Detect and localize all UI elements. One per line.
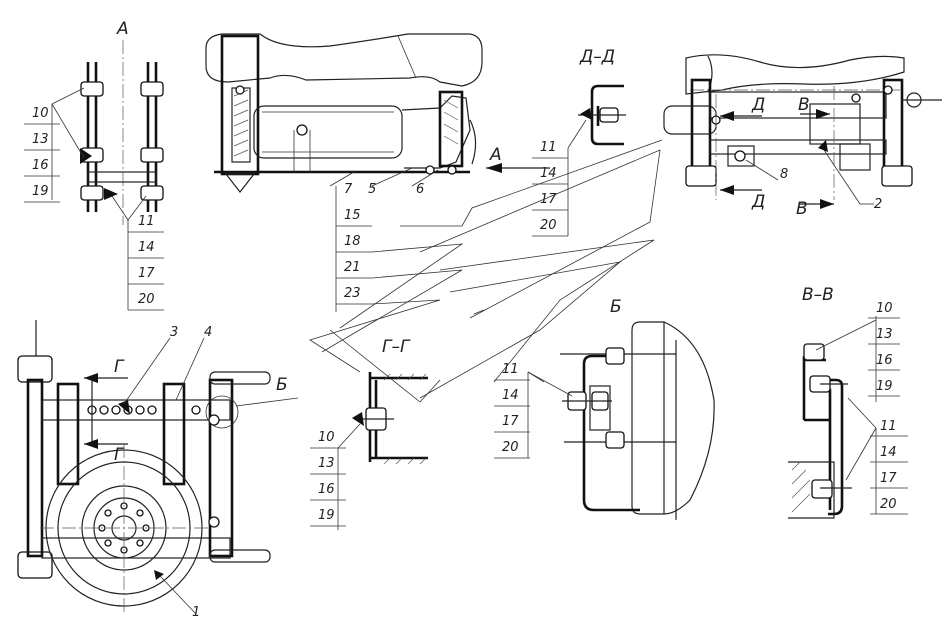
arrow-a: A [486,145,550,173]
plan-view: Б Г Г 3 4 1 [17,320,299,620]
callout-label: 20 [880,497,897,512]
position-5: 5 [368,182,376,197]
callout-label: 17 [502,414,519,429]
callout-vv-top: 10 13 16 19 [868,301,900,402]
section-v-top: В [798,95,810,115]
callout-label: 20 [502,440,519,455]
section-d-top: Д [751,95,765,115]
view-a: A [51,19,164,225]
callout-b-label: Б [276,375,288,395]
callout-label: 13 [32,132,49,147]
position-3: 3 [170,325,178,340]
callout-label: 17 [540,192,557,207]
callout-label: 19 [876,379,893,394]
callout-center: 15 18 21 23 [336,208,372,305]
position-8: 8 [780,167,788,182]
position-4: 4 [204,325,212,340]
position-2: 2 [874,197,882,212]
arrow-a-label: A [489,145,502,165]
view-b: Б [527,297,715,520]
callout-label: 14 [880,445,897,460]
view-a-title: A [116,19,129,39]
side-view-positions: 7 5 6 [344,182,424,197]
front-view-frame [663,54,942,205]
position-6: 6 [416,182,424,197]
callout-label: 16 [318,482,335,497]
callout-label: 20 [138,292,155,307]
callout-label: 10 [876,301,893,316]
view-b-bolts [567,347,625,449]
callout-label: 15 [344,208,361,223]
callout-label: 14 [138,240,155,255]
callout-label: 19 [32,184,49,199]
callout-label: 17 [138,266,155,281]
callout-label: 21 [344,260,361,275]
callout-dd: 11 14 17 20 [532,140,569,237]
view-vv-title: В–В [802,285,834,305]
view-dd: Д–Д [567,47,626,149]
callout-gg: 10 13 16 19 [310,430,346,530]
callout-a-bottom: 11 14 17 20 [127,214,164,311]
front-view-section-marks: Д Д В В 8 2 [720,95,882,219]
leader-polylines [309,139,663,403]
callout-label: 17 [880,471,897,486]
callout-label: 11 [540,140,557,155]
position-1: 1 [192,605,200,620]
callout-label: 11 [880,419,897,434]
callout-label: 14 [502,388,519,403]
section-gg: Г–Г [337,337,428,465]
view-b-title: Б [610,297,622,317]
section-vv: В–В [788,285,877,519]
callout-label: 19 [318,508,335,523]
view-dd-title: Д–Д [579,47,615,67]
callout-label: 13 [876,327,893,342]
callout-label: 18 [344,234,361,249]
view-gg-title: Г–Г [382,337,411,357]
callout-label: 10 [318,430,335,445]
callout-label: 16 [32,158,49,173]
position-7: 7 [344,182,353,197]
section-g-bottom: Г [114,445,125,465]
section-d-bottom: Д [751,192,765,212]
callout-label: 14 [540,166,557,181]
callout-a-top: 10 13 16 19 [24,104,60,203]
callout-label: 23 [344,286,361,301]
callout-label: 11 [138,214,155,229]
side-view-tank [205,33,483,312]
callout-vv-bottom: 11 14 17 20 [870,419,908,515]
callout-b: 11 14 17 20 [494,362,530,459]
view-a-bolts [80,81,164,201]
callout-label: 16 [876,353,893,368]
section-v-bottom: В [796,199,808,219]
section-g-top: Г [114,357,125,377]
callout-label: 13 [318,456,335,471]
callout-label: 10 [32,106,49,121]
plan-view-wheel [40,444,210,612]
callout-label: 11 [502,362,519,377]
callout-label: 20 [540,218,557,233]
